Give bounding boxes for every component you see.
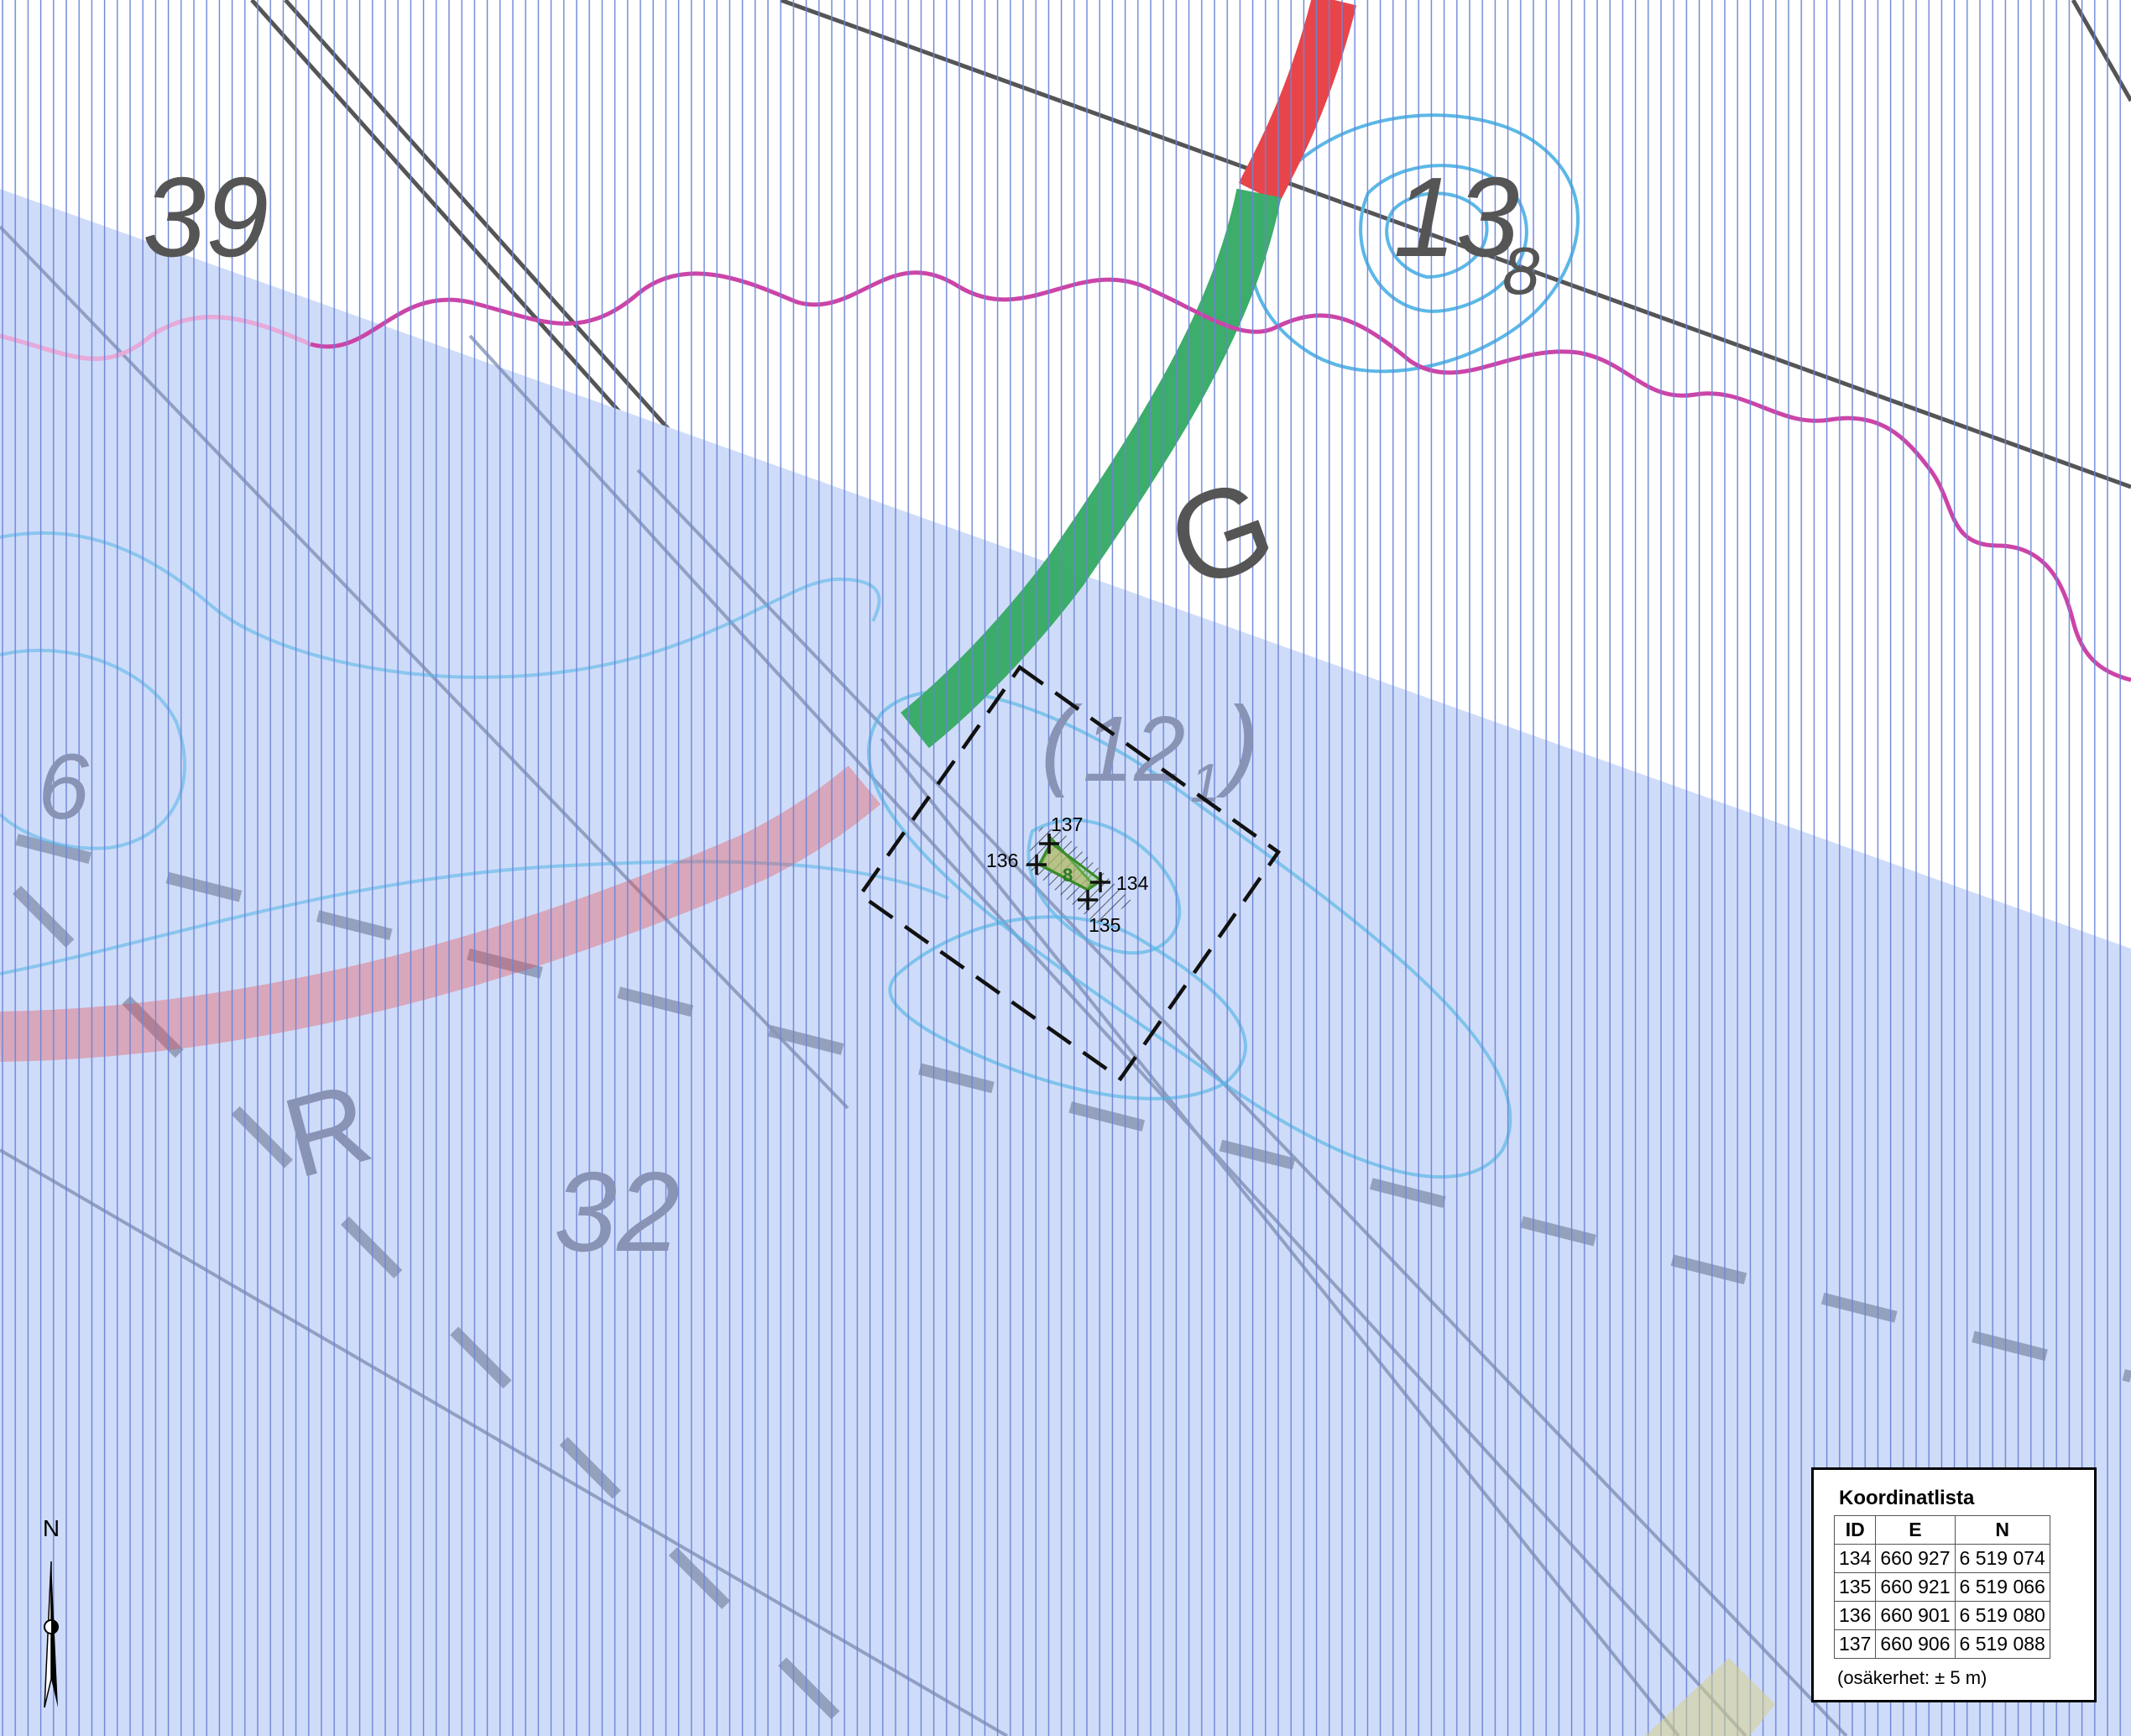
depth-label-6: 6 <box>38 735 90 839</box>
uncertainty-note: (osäkerhet: ± 5 m) <box>1837 1667 1987 1688</box>
cell-n: 6 519 088 <box>1954 1629 2050 1659</box>
cell-id: 136 <box>1833 1601 1877 1630</box>
column-header-id: ID <box>1833 1515 1877 1545</box>
yellow-marker <box>1645 1658 1775 1736</box>
cell-id: 137 <box>1833 1629 1877 1659</box>
site-label: 8 <box>1063 865 1073 886</box>
table-row: 137 660 906 6 519 088 <box>1833 1629 2050 1659</box>
coordinate-list-panel: Koordinatlista ID E N 134 660 927 6 519 … <box>1811 1467 2097 1702</box>
svg-text:N: N <box>43 1515 60 1541</box>
north-arrow-icon: N <box>43 1515 60 1708</box>
point-label-134: 134 <box>1116 872 1149 894</box>
point-marker-136[interactable] <box>1026 855 1047 875</box>
coordinate-table: ID E N 134 660 927 6 519 074 135 660 921… <box>1833 1515 2050 1659</box>
column-header-e: E <box>1875 1515 1956 1545</box>
depth-label-1: 1 <box>1190 752 1220 813</box>
cell-e: 660 906 <box>1875 1629 1956 1659</box>
point-label-135: 135 <box>1089 914 1120 936</box>
cell-e: 660 901 <box>1875 1601 1956 1630</box>
dashed-site-boundary[interactable] <box>857 664 1282 1082</box>
cell-e: 660 921 <box>1875 1572 1956 1602</box>
depth-label-32: 32 <box>554 1148 680 1275</box>
depth-label-39: 39 <box>143 154 269 280</box>
north-arrow: N <box>39 1511 64 1709</box>
depth-label-8: 8 <box>1502 233 1540 308</box>
point-label-136: 136 <box>986 850 1018 871</box>
cell-n: 6 519 080 <box>1954 1601 2050 1630</box>
cell-id: 134 <box>1833 1544 1877 1573</box>
table-row: 135 660 921 6 519 066 <box>1833 1572 2050 1602</box>
cell-id: 135 <box>1833 1572 1877 1602</box>
point-marker-135[interactable] <box>1078 890 1098 910</box>
cell-e: 660 927 <box>1875 1544 1956 1573</box>
point-label-137: 137 <box>1051 813 1083 835</box>
point-marker-134[interactable] <box>1090 872 1110 892</box>
point-marker-137[interactable] <box>1039 834 1059 854</box>
cell-n: 6 519 074 <box>1954 1544 2050 1573</box>
table-row: 136 660 901 6 519 080 <box>1833 1601 2050 1630</box>
depth-label-13: 13 <box>1393 154 1519 280</box>
coordinate-list-title: Koordinatlista <box>1839 1487 1975 1509</box>
table-row: 134 660 927 6 519 074 <box>1833 1544 2050 1573</box>
column-header-n: N <box>1954 1515 2050 1545</box>
cell-n: 6 519 066 <box>1954 1572 2050 1602</box>
